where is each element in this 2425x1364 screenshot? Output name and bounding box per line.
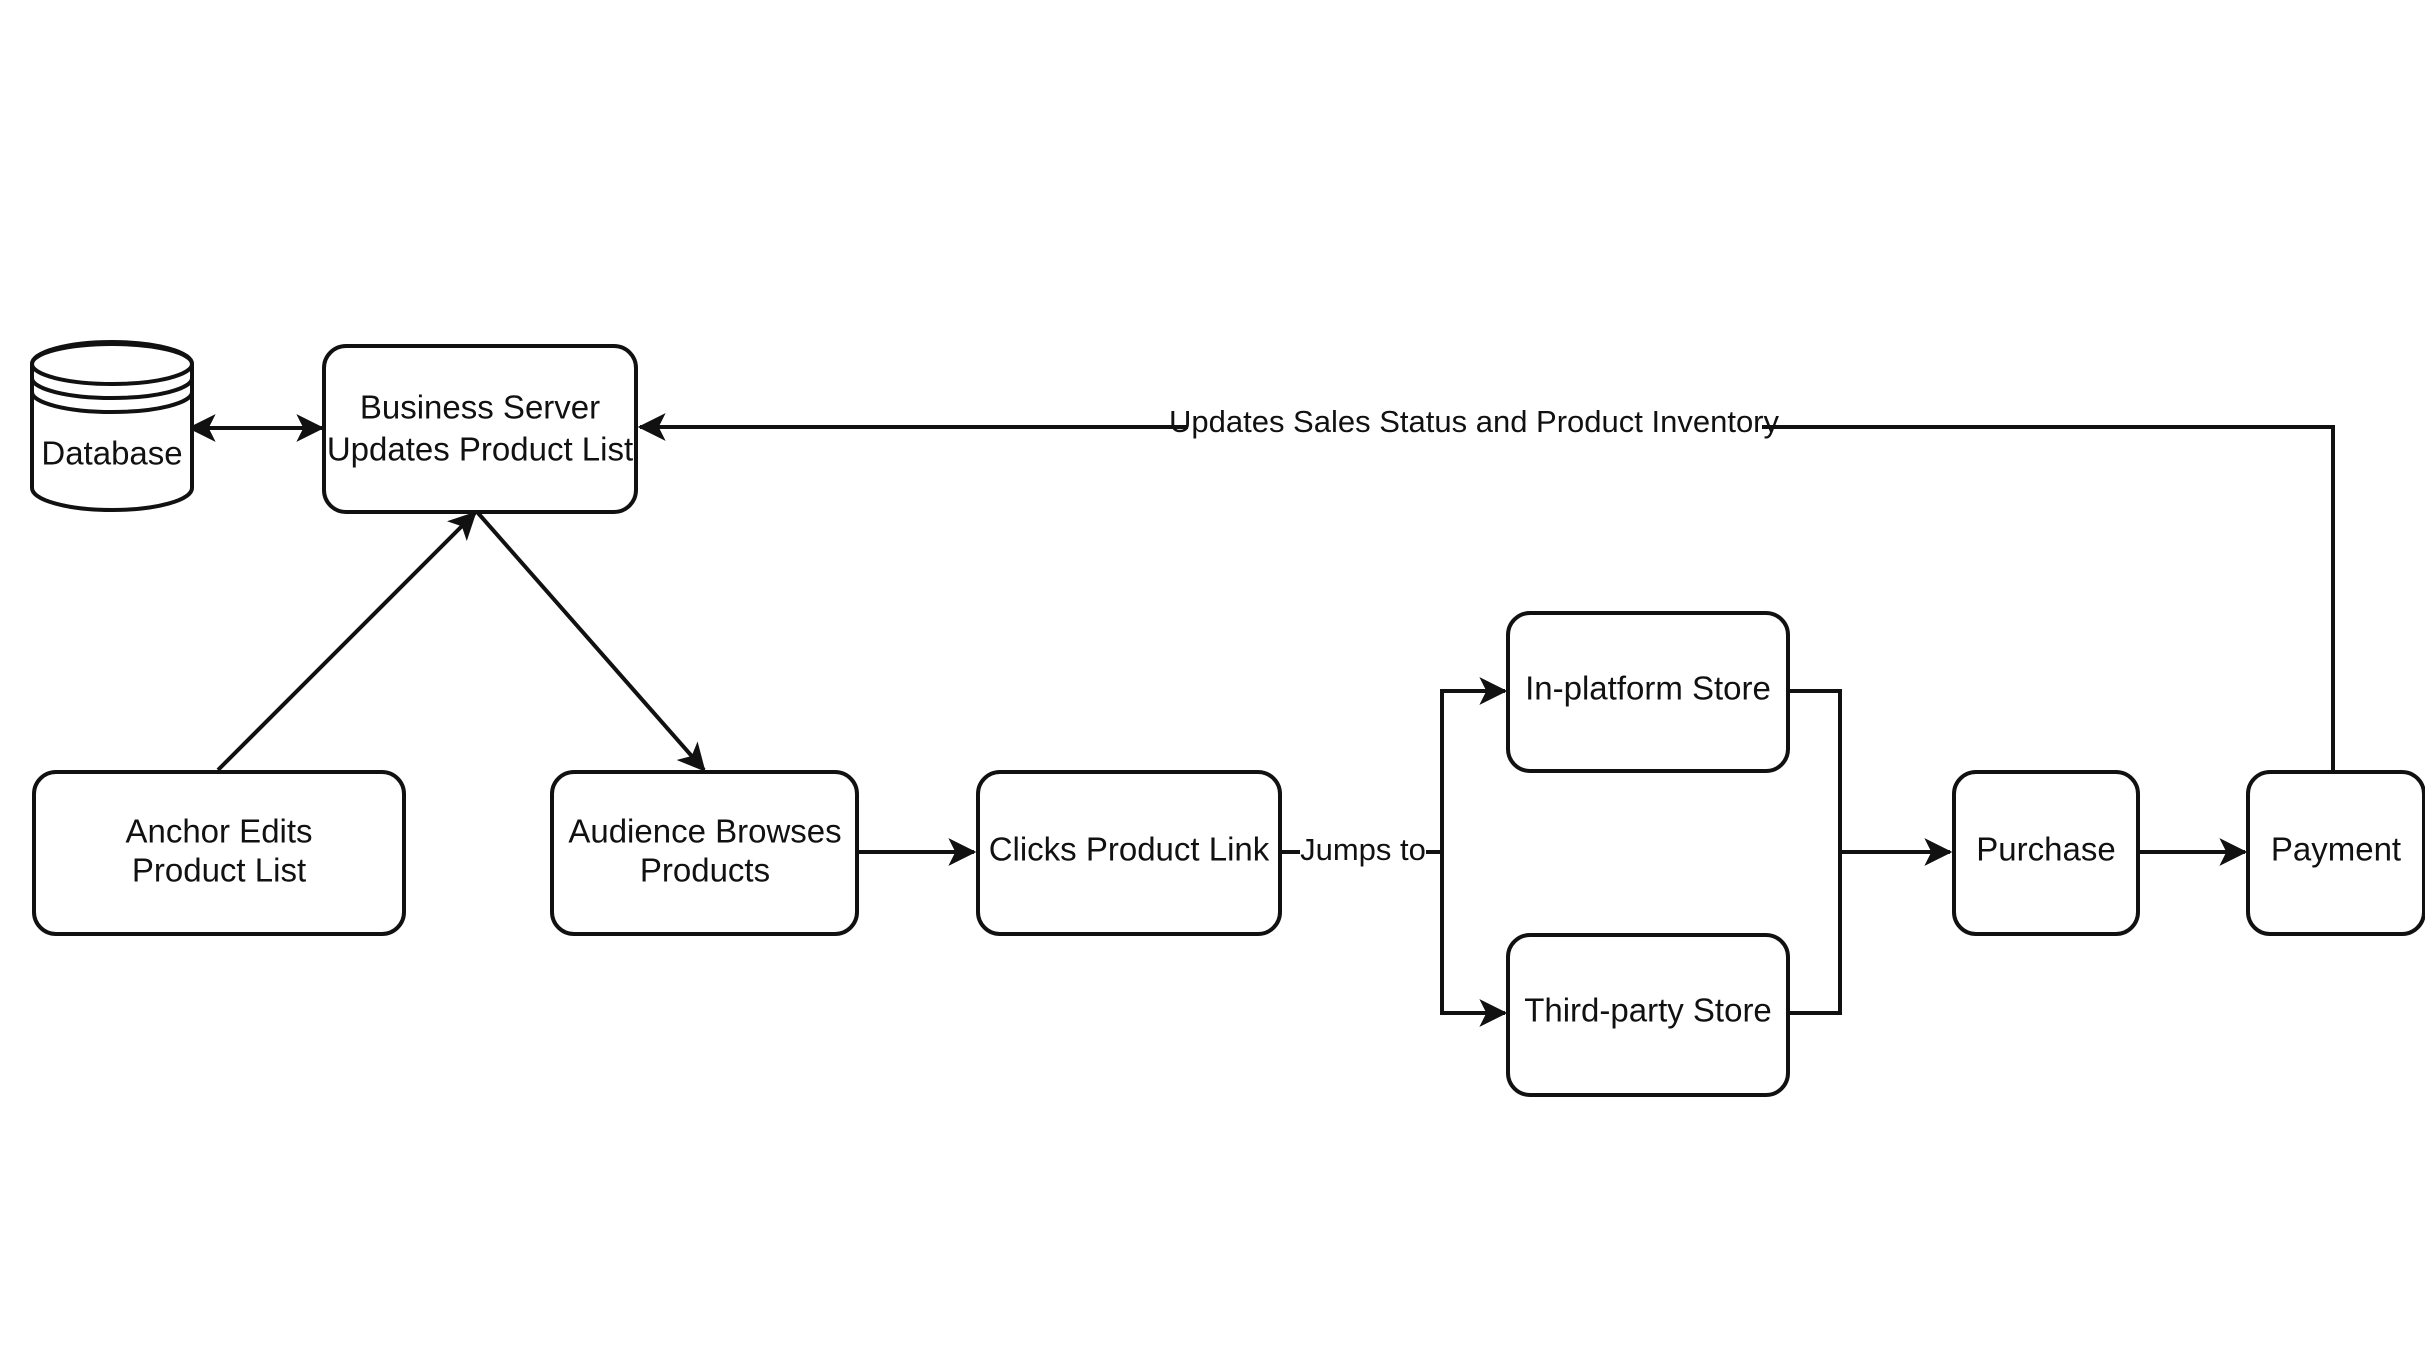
third-party-store-label: Third-party Store bbox=[1524, 992, 1772, 1029]
purchase-node: Purchase bbox=[1952, 770, 2140, 936]
database-label: Database bbox=[41, 435, 182, 472]
payment-node: Payment bbox=[2246, 770, 2425, 936]
edge-label-updates-sales: Updates Sales Status and Product Invento… bbox=[1169, 402, 1780, 450]
anchor-edits-node: Anchor Edits Product List bbox=[32, 770, 406, 936]
audience-browses-node: Audience Browses Products bbox=[550, 770, 859, 936]
business-server-label-line1: Business Server bbox=[360, 389, 600, 426]
edge-jump-to-inplatform bbox=[1440, 677, 1508, 852]
edge-jump-to-thirdparty bbox=[1440, 852, 1508, 1027]
edge-stores-merge bbox=[1788, 689, 1842, 1015]
in-platform-store-label: In-platform Store bbox=[1525, 670, 1771, 707]
audience-browses-label-line2: Products bbox=[640, 852, 770, 889]
edge-label-jumps-to-text: Jumps to bbox=[1300, 832, 1426, 867]
database-node: Database bbox=[30, 340, 194, 512]
anchor-edits-label-line2: Product List bbox=[132, 852, 306, 889]
business-server-label-line2: Updates Product List bbox=[327, 431, 633, 468]
edge-anchor-to-server bbox=[216, 511, 477, 772]
clicks-product-link-node: Clicks Product Link bbox=[976, 770, 1282, 936]
edge-label-jumps-to: Jumps to bbox=[1300, 830, 1426, 876]
purchase-label: Purchase bbox=[1976, 831, 2115, 868]
audience-browses-label-line1: Audience Browses bbox=[568, 813, 841, 850]
third-party-store-node: Third-party Store bbox=[1506, 933, 1790, 1097]
edge-server-to-audience bbox=[476, 511, 706, 772]
database-icon bbox=[30, 340, 194, 512]
payment-label: Payment bbox=[2271, 831, 2401, 868]
clicks-product-link-label: Clicks Product Link bbox=[989, 831, 1270, 868]
edge-label-updates-sales-text: Updates Sales Status and Product Invento… bbox=[1169, 404, 1780, 439]
in-platform-store-node: In-platform Store bbox=[1506, 611, 1790, 773]
business-server-node: Business Server Updates Product List bbox=[322, 344, 638, 514]
edge-payment-to-server bbox=[637, 413, 2335, 770]
anchor-edits-label-line1: Anchor Edits bbox=[125, 813, 312, 850]
